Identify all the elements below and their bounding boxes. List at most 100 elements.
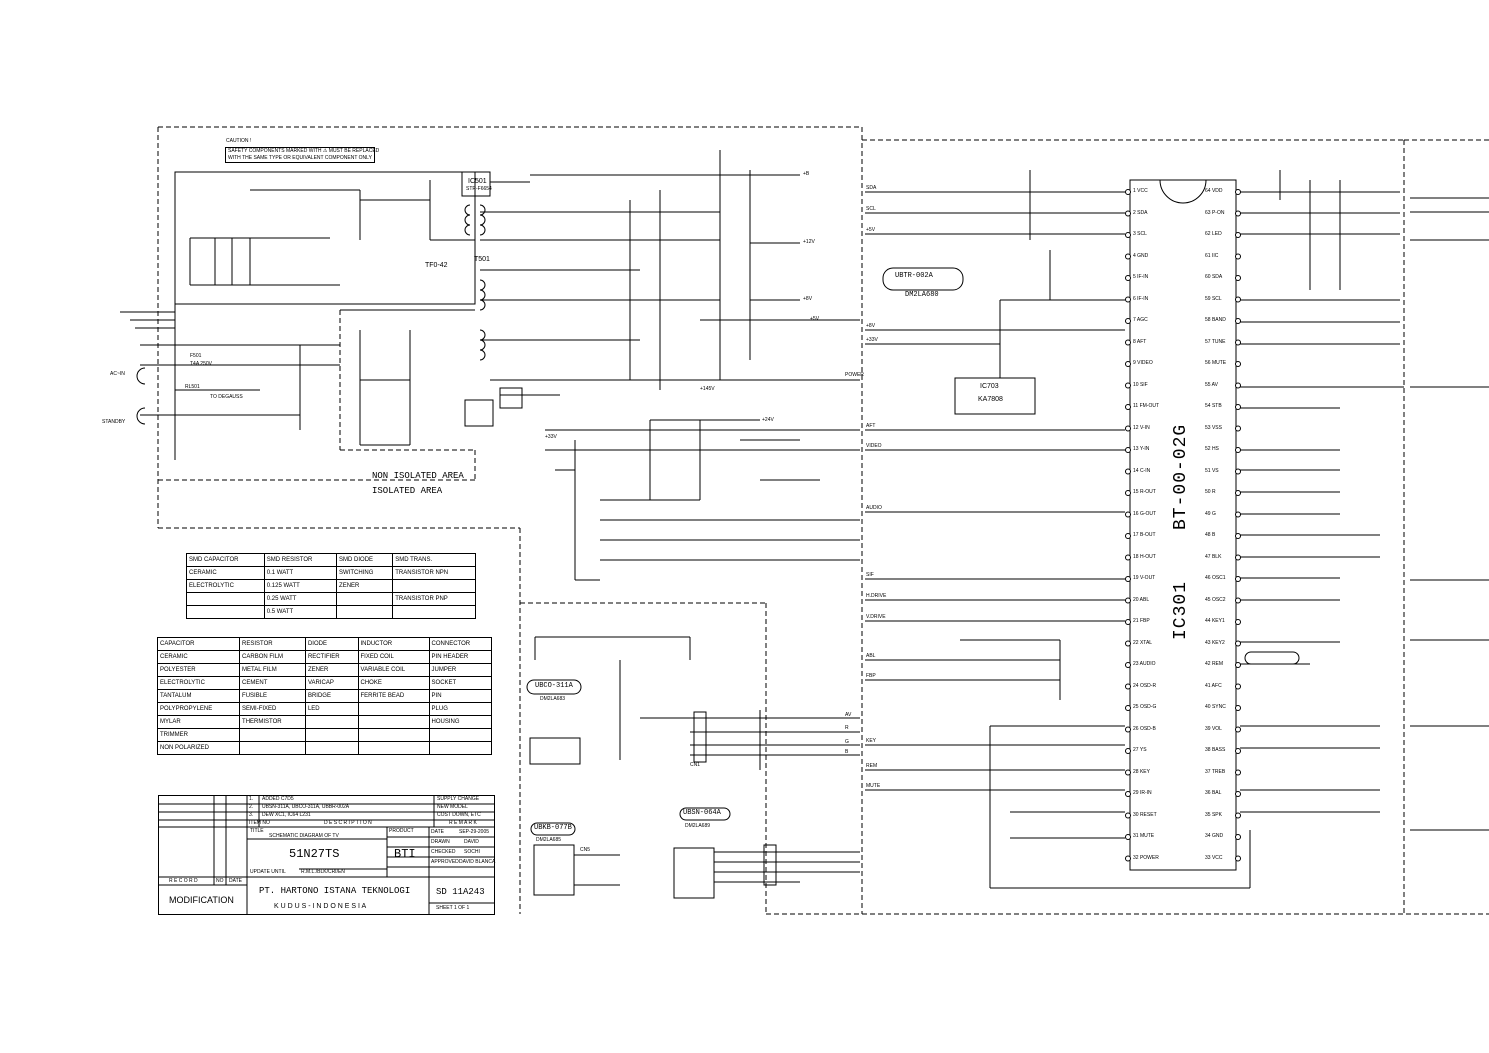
date-value: SEP-29-2005 [459, 829, 490, 835]
key-module-name: UBKB-077B [534, 824, 572, 832]
symbol-cell: POLYESTER [156, 663, 241, 677]
rail-label: +5V [810, 316, 820, 322]
main-ic-pin [1235, 339, 1241, 346]
main-ic-pin [1125, 597, 1131, 604]
ic501-part: STR-F6654 [466, 186, 492, 192]
symbol-cell [357, 728, 430, 742]
symbol-cell: SOCKET [428, 676, 493, 690]
net-label: +8V [866, 323, 876, 329]
main-ic-pin [1235, 425, 1241, 432]
net-label: POWER [845, 372, 864, 378]
symbol-legend-header: CAPACITOR RESISTOR DIODE INDUCTOR CONNEC… [156, 637, 493, 651]
main-ic-pin [1235, 533, 1241, 539]
warning-line-1: SAFETY COMPONENTS MARKED WITH ⚠ MUST BE … [228, 148, 380, 154]
smd-legend-header: SMD CAPACITOR SMD RESISTOR SMD DIODE SMD… [186, 553, 476, 567]
net-label: AUDIO [866, 505, 882, 511]
symbol-cell: JUMPER [428, 663, 493, 677]
checked-label: CHECKED [431, 849, 456, 855]
main-ic-pin-label: 13 Y-IN [1133, 446, 1150, 452]
key-connector: CN5 [580, 847, 591, 853]
main-ic-pin [1125, 404, 1131, 410]
symbol-cell: FIXED COIL [357, 650, 430, 664]
main-ic-pin [1235, 597, 1241, 604]
main-ic-pin [1235, 748, 1241, 754]
main-ic-pin-label: 55 AV [1205, 381, 1218, 388]
main-ic-pin-label: 3 SCL [1133, 231, 1147, 237]
symbol-cell: LED [304, 702, 359, 716]
symbol-cell: METAL FILM [239, 663, 306, 677]
main-ic-pin-label: 37 TREB [1205, 768, 1226, 775]
main-ic-pin-label: 61 IIC [1205, 252, 1219, 259]
main-ic-pin-label: 57 TUNE [1205, 338, 1226, 345]
symbol-cell: BRIDGE [304, 689, 359, 703]
revision-desc: UBSN-311A, UBCO-311A, UBBR-002A [262, 804, 350, 810]
record-header: R E C O R D [169, 878, 198, 884]
symbol-legend-table: CAPACITOR RESISTOR DIODE INDUCTOR CONNEC… [156, 637, 493, 755]
main-ic-pin-label: 48 B [1205, 532, 1216, 538]
main-ic-pin [1125, 554, 1131, 561]
symbol-header-cell: CAPACITOR [156, 637, 241, 651]
smd-cell [336, 592, 394, 606]
main-ic-ref: IC301 [1171, 580, 1191, 640]
warning-line-2: WITH THE SAME TYPE OR EQUIVALENT COMPONE… [228, 155, 372, 161]
rail-label: +8V [803, 296, 813, 302]
symbol-header-cell: CONNECTOR [428, 637, 493, 651]
net-label: ABL [866, 653, 876, 659]
main-ic-pin [1235, 490, 1241, 496]
main-ic-pin [1235, 296, 1241, 303]
main-ic-pin-label: 16 G-OUT [1133, 510, 1157, 517]
smd-cell [392, 605, 476, 619]
net-label: KEY [866, 738, 877, 744]
title-label: TITLE [250, 828, 264, 834]
symbol-header-cell: DIODE [304, 637, 359, 651]
main-ic-pin-label: 41 AFC [1205, 682, 1222, 689]
rail-label: +12V [803, 239, 815, 245]
symbol-cell: PIN [428, 689, 493, 703]
title-value: SCHEMATIC DIAGRAM OF TV [269, 833, 339, 839]
symbol-legend-row: NON POLARIZED [156, 741, 493, 755]
symbol-cell: MYLAR [156, 715, 241, 729]
main-ic-pin-markers [1125, 189, 1241, 862]
smd-cell [392, 579, 476, 593]
net-label: B [845, 749, 849, 755]
item-no-header: ITEM NO [249, 820, 270, 826]
main-ic-pin [1125, 812, 1131, 819]
symbol-cell [304, 741, 359, 755]
main-ic-pin [1235, 683, 1241, 690]
net-label: V.DRIVE [866, 614, 886, 620]
smd-cell: ZENER [336, 579, 394, 593]
main-ic-pin [1235, 640, 1241, 647]
smd-cell: 0.25 WATT [263, 592, 338, 606]
no-header: NO [216, 878, 224, 884]
update-value: R.M.L./BLK/CRI/EN [301, 869, 345, 875]
relay-label: RL501 [185, 384, 200, 390]
main-ic-pin-label: 63 P-ON [1205, 209, 1225, 216]
main-ic-pin [1235, 253, 1241, 260]
net-label: H.DRIVE [866, 593, 887, 599]
symbol-cell: THERMISTOR [239, 715, 306, 729]
document-number: SD 11A243 [436, 887, 485, 897]
safety-warning-box: SAFETY COMPONENTS MARKED WITH ⚠ MUST BE … [225, 147, 379, 163]
net-label: SDA [866, 185, 877, 191]
symbol-cell [239, 728, 306, 742]
company-city: K U D U S - I N D O N E S I A [274, 903, 367, 910]
symbol-cell: TANTALUM [156, 689, 241, 703]
main-ic-pin-label: 5 IF-IN [1133, 274, 1149, 280]
main-ic-pin [1125, 318, 1131, 324]
ir-module-name: UBSN-064A [683, 809, 721, 817]
main-ic-pin [1235, 812, 1241, 819]
smd-header-cell: SMD DIODE [336, 553, 394, 567]
main-ic-pin [1125, 791, 1131, 797]
main-ic-pin-label: 64 VDD [1205, 188, 1223, 194]
main-ic-pin-label: 11 FM-OUT [1133, 403, 1160, 409]
main-ic-part: BT-00-02G [1171, 423, 1191, 530]
main-ic-pin [1125, 726, 1131, 733]
smd-cell [186, 605, 265, 619]
main-ic-pin-label: 14 C-IN [1133, 467, 1151, 474]
main-ic-pin [1125, 447, 1131, 453]
main-ic-pin-label: 53 VSS [1205, 424, 1222, 431]
modification-label: MODIFICATION [169, 895, 234, 905]
